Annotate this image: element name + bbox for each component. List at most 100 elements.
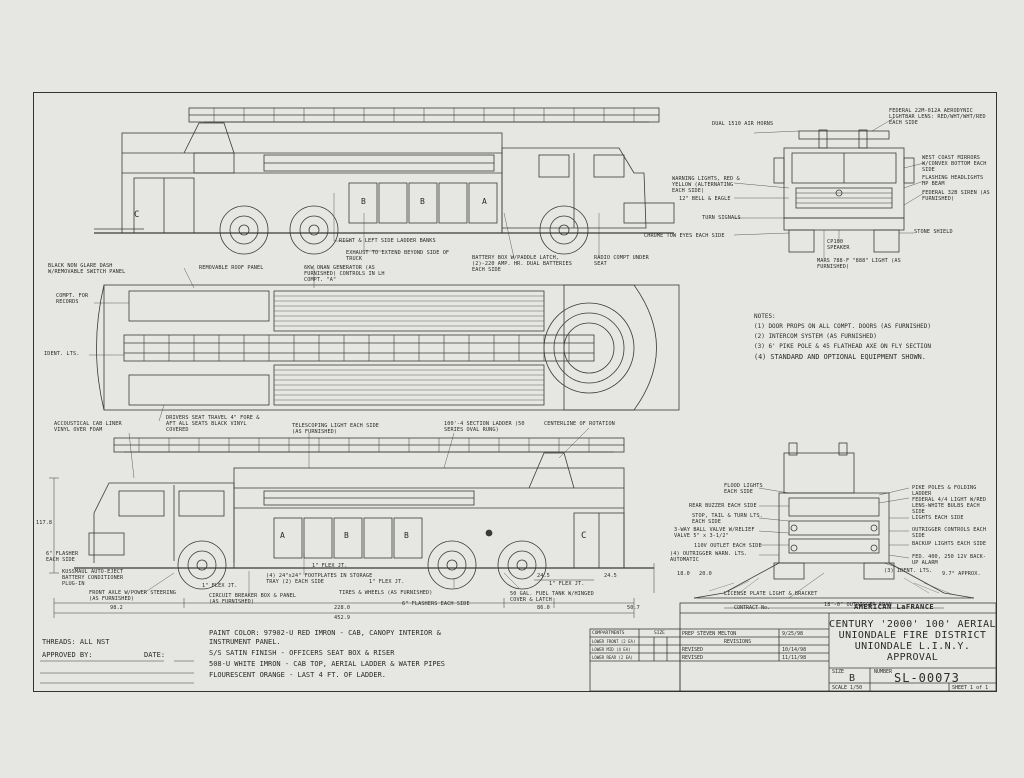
revisions-label: REVISIONS	[724, 639, 752, 645]
label-kussmaul: KUSSMAUL AUTO-EJECT BATTERY CONDITIONER …	[62, 569, 124, 587]
prep-date: 9/25/98	[782, 631, 804, 637]
dim-86: 86.0	[537, 605, 550, 611]
label-records: COMPT. FOR RECORDS	[56, 293, 89, 305]
dim-18: 18.0	[677, 571, 690, 577]
revision-2-date: 11/11/98	[782, 655, 807, 661]
dim-50-7: 50.7	[627, 605, 640, 611]
label-fuel-tank: 50 GAL. FUEL TANK W/HINGED COVER & LATCH	[510, 591, 594, 603]
threads-label: THREADS: ALL NST	[42, 638, 110, 646]
contract-label: CONTRACT No.	[734, 605, 771, 611]
label-centerline: CENTERLINE OF ROTATION	[544, 421, 615, 427]
label-ident-plan: IDENT. LTS.	[44, 351, 80, 357]
label-exhaust: EXHAUST TO EXTEND BEYOND SIDE OF TRUCK	[346, 250, 450, 262]
note-2: (2) INTERCOM SYSTEM (AS FURNISHED)	[754, 333, 877, 340]
company-logo: AMERICAN LaFRANCE	[854, 603, 935, 611]
truck-side-view-bottom	[49, 427, 655, 618]
compartment-b2-bottom: B	[404, 531, 409, 540]
paint-line-5: FLOURESCENT ORANGE - LAST 4 FT. OF LADDE…	[209, 671, 387, 679]
revision-2: REVISED	[682, 655, 704, 661]
label-chrome-tow: CHROME TOW EYES EACH SIDE	[644, 233, 725, 239]
title-line-2: UNIONDALE FIRE DISTRICT	[838, 630, 987, 641]
dim-20: 20.0	[699, 571, 712, 577]
label-flasher-left: 6" FLASHER EACH SIDE	[46, 551, 79, 563]
label-speaker: CP100 SPEAKER	[827, 239, 850, 251]
note-4: (4) STANDARD AND OPTIONAL EQUIPMENT SHOW…	[754, 353, 926, 361]
label-backup-alarm: FED. 400, 250 12V BACK-UP ALARM	[912, 554, 987, 566]
truck-front-view	[733, 117, 925, 258]
label-radio-compt: RADIO COMPT UNDER SEAT	[594, 255, 649, 267]
label-warning-lights: WARNING LIGHTS, RED & YELLOW (ALTERNATIN…	[672, 176, 740, 194]
label-circuit-breaker: CIRCUIT BREAKER BOX & PANEL (AS FURNISHE…	[209, 593, 297, 605]
scale-label: SCALE 1/50	[832, 685, 863, 691]
label-stone-shield: STONE SHIELD	[914, 229, 953, 235]
paint-line-3: S/S SATIN FINISH - OFFICERS SEAT BOX & R…	[209, 649, 395, 657]
compartment-a-bottom: A	[280, 531, 285, 540]
title-block-lines	[40, 602, 996, 691]
number-label: NUMBER	[874, 669, 893, 675]
title-line-1: CENTURY '2000' 100' AERIAL	[829, 619, 996, 630]
label-footplates: (4) 24"x24" FOOTPLATES IN STORAGE TRAY (…	[266, 573, 373, 585]
dim-452-9: 452.9	[334, 615, 351, 621]
compartment-b1-bottom: B	[344, 531, 349, 540]
label-outrigger-warn: (4) OUTRIGGER WARN. LTS. AUTOMATIC	[670, 551, 748, 563]
label-flex-4: 1" FLEX JT.	[549, 581, 585, 587]
size-label: SIZE	[832, 669, 845, 675]
label-flex-3: 1" FLEX JT.	[369, 579, 405, 585]
compartment-b1-top: B	[361, 197, 366, 206]
note-3: (3) 6' PIKE POLE & 45 FLATHEAD AXE ON FL…	[754, 343, 932, 350]
dim-height: 117.8	[36, 520, 53, 526]
date-label: DATE:	[144, 651, 166, 659]
compartment-a-top: A	[482, 197, 487, 206]
paint-line-2: INSTRUMENT PANEL.	[209, 638, 281, 646]
size-value: B	[849, 673, 856, 684]
label-ladder-section: 100'-4 SECTION LADDER (50 SERIES OVAL RU…	[444, 421, 525, 433]
label-flood-lights: FLOOD LIGHTS EACH SIDE	[724, 483, 763, 495]
label-tires: TIRES & WHEELS (AS FURNISHED)	[339, 590, 433, 596]
truck-plan-view	[89, 267, 680, 422]
notes-heading: NOTES:	[754, 313, 776, 320]
compartment-row-1: LOWER FRONT (2 EA)	[592, 639, 636, 644]
compartment-row-2: LOWER MID (4 EA)	[592, 647, 631, 652]
revision-1-date: 10/14/98	[782, 647, 807, 653]
label-bell-eagle: 12" BELL & EAGLE	[679, 196, 731, 202]
label-headlights: FLASHING HEADLIGHTS HP BEAM	[922, 175, 984, 187]
approved-by-label: APPROVED BY:	[42, 651, 93, 659]
label-outlet: 110V OUTLET EACH SIDE	[694, 543, 762, 549]
label-rear-buzzer: REAR BUZZER EACH SIDE	[689, 503, 757, 509]
label-lights-each: LIGHTS EACH SIDE	[912, 515, 964, 521]
label-generator: 6KW ONAN GENERATOR (AS FURNISHED) CONTRO…	[304, 265, 385, 283]
compartment-b2-top: B	[420, 197, 425, 206]
label-mars-light: MARS 788-F "888" LIGHT (AS FURNISHED)	[817, 258, 901, 270]
label-backup-lights: BACKUP LIGHTS EACH SIDE	[912, 541, 987, 547]
label-front-axle: FRONT AXLE W/POWER STEERING (AS FURNISHE…	[89, 590, 177, 602]
label-siren: FEDERAL 32B SIREN (AS FURNISHED)	[922, 190, 990, 202]
label-outrigger-controls: OUTRIGGER CONTROLS EACH SIDE	[912, 527, 987, 539]
label-mirrors: WEST COAST MIRRORS W/CONVEX BOTTOM EACH …	[922, 155, 987, 173]
label-flex-2: 1" FLEX JT.	[202, 583, 238, 589]
dim-24-5-b: 24.5	[604, 573, 617, 579]
title-line-3: UNIONDALE L.I.N.Y.	[854, 641, 971, 652]
label-roof-panel: REMOVABLE ROOF PANEL	[199, 265, 264, 271]
truck-side-view-top	[94, 107, 675, 259]
label-turn-signals: TURN SIGNALS	[702, 215, 741, 221]
truck-rear-view	[693, 442, 975, 609]
compartment-row-3: LOWER REAR (2 EA)	[592, 655, 633, 660]
drawing-lines	[40, 107, 996, 691]
prep-label: PREP STEVEN MELTON	[682, 631, 737, 637]
label-drivers-seat: DRIVERS SEAT TRAVEL 4" FORE & AFT ALL SE…	[166, 415, 260, 433]
label-dual-horns: DUAL 1510 AIR HORNS	[712, 121, 774, 127]
label-outrigger-span: 18'-0" OUTRIGGER SPAN	[824, 602, 892, 608]
sheet-label: SHEET 1 of 1	[952, 685, 989, 691]
compartment-c-top: C	[134, 210, 140, 220]
label-ident-rear: (3) IDENT. LTS.	[884, 568, 933, 574]
label-cab-liner: ACCOUSTICAL CAB LINER VINYL OVER FOAM	[54, 421, 122, 433]
label-ball-valve: 3-WAY BALL VALVE W/RELIEF VALVE 5" x 3-1…	[674, 527, 755, 539]
dim-98-2: 98.2	[110, 605, 123, 611]
drawing-number: SL-00073	[894, 671, 960, 685]
label-telescoping: TELESCOPING LIGHT EACH SIDE (AS FURNISHE…	[292, 423, 380, 435]
dim-228: 228.0	[334, 605, 351, 611]
note-1: (1) DOOR PROPS ON ALL COMPT. DOORS (AS F…	[754, 323, 932, 330]
label-battery-box: BATTERY BOX W/PADDLE LATCH, (2)-220 AMP.…	[472, 255, 572, 273]
label-flex-1: 1" FLEX JT.	[312, 563, 348, 569]
label-angle: 9.7° APPROX.	[942, 571, 981, 577]
